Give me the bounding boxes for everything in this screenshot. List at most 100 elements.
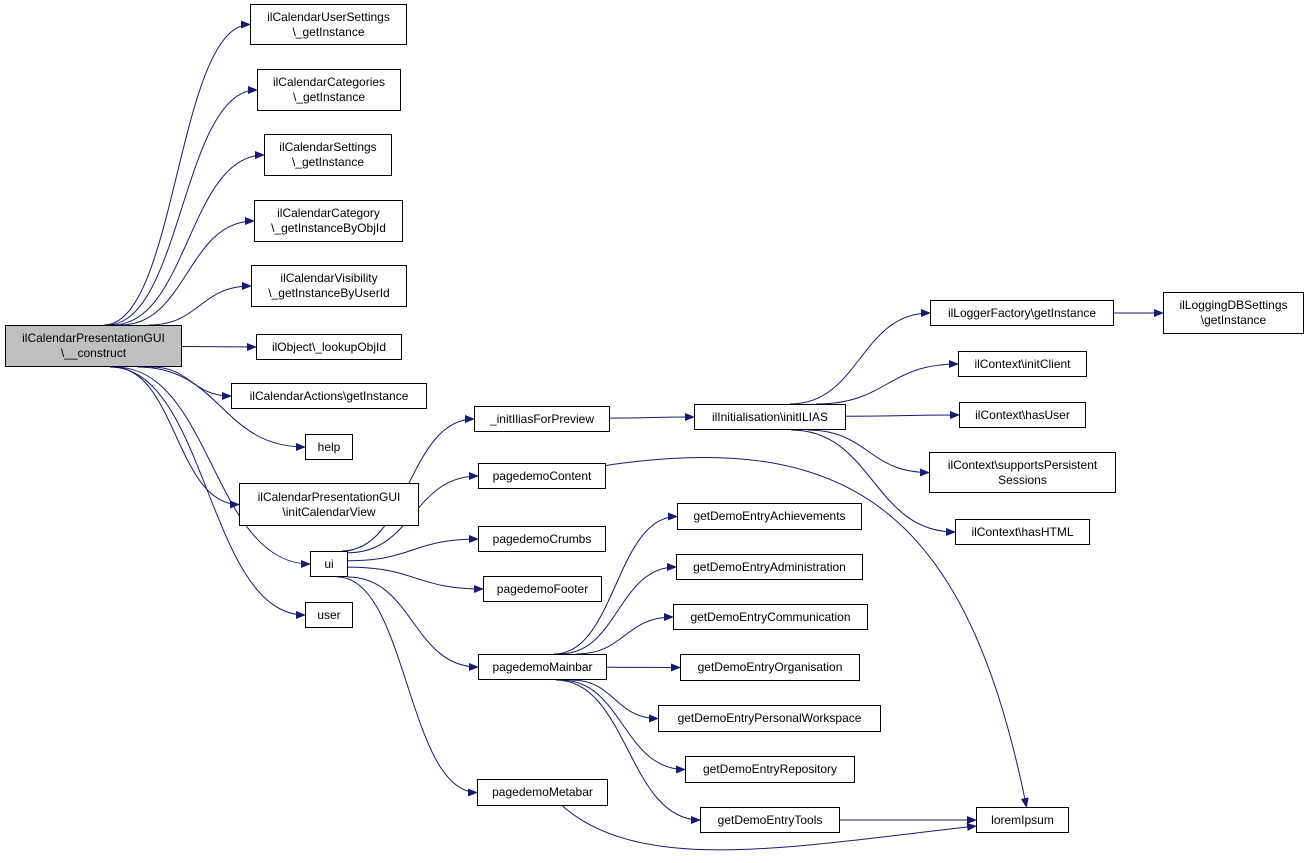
node-label-line: ilCalendarPresentationGUI <box>257 489 401 504</box>
edge-init_ilias_preview-to-init_ilias <box>609 413 695 422</box>
edge-root-to-settings <box>112 151 265 326</box>
node-init-ilias-preview[interactable]: _initIliasForPreview <box>474 406 610 432</box>
node-label-line: getDemoEntryAchievements <box>693 509 846 523</box>
node-administration[interactable]: getDemoEntryAdministration <box>676 554 863 580</box>
node-tools[interactable]: getDemoEntryTools <box>700 807 840 833</box>
node-label-line: \getInstance <box>1200 313 1267 327</box>
node-label-line: ilObject\_lookupObjId <box>271 339 387 354</box>
node-pagedemo-crumbs[interactable]: pagedemoCrumbs <box>478 526 606 552</box>
edge-root-to-init_view <box>112 366 240 509</box>
node-pagedemo-footer[interactable]: pagedemoFooter <box>483 576 602 602</box>
node-label-line: \_getInstance <box>292 24 365 39</box>
node-user-settings[interactable]: ilCalendarUserSettings\_getInstance <box>250 4 407 45</box>
node-pagedemo-mainbar[interactable]: pagedemoMainbar <box>478 654 607 680</box>
node-label-line: getDemoEntryTools <box>717 812 823 827</box>
node-label-line: ilContext\supportsPersistent <box>947 457 1098 472</box>
node-init-view[interactable]: ilCalendarPresentationGUI\initCalendarVi… <box>239 483 419 526</box>
edge-pd_mainbar-to-tools <box>555 679 701 824</box>
edge-ui-to-pd_crumbs <box>347 535 479 562</box>
node-has-html[interactable]: ilContext\hasHTML <box>955 519 1090 545</box>
node-logger-factory[interactable]: ilLoggerFactory\getInstance <box>930 300 1114 326</box>
node-label-line: getDemoEntryAdministration <box>693 559 846 574</box>
node-root[interactable]: ilCalendarPresentationGUI\__construct <box>5 325 182 367</box>
edge-init_ilias-to-has_user <box>845 411 960 420</box>
node-categories[interactable]: ilCalendarCategories\_getInstance <box>257 69 401 111</box>
edge-pd_metabar-to-lorem_ipsum <box>562 805 977 851</box>
node-label-line: \_getInstance <box>292 90 366 104</box>
node-lorem-ipsum[interactable]: loremIpsum <box>976 807 1069 833</box>
edge-root-to-visibility <box>148 282 252 326</box>
node-label-line: \_getInstanceByObjId <box>271 221 386 235</box>
node-label-line: user <box>317 607 341 622</box>
node-logging-db[interactable]: ilLoggingDBSettings\getInstance <box>1163 292 1304 334</box>
node-label-line: Sessions <box>998 472 1047 487</box>
node-pagedemo-content[interactable]: pagedemoContent <box>478 463 606 489</box>
edge-init_ilias-to-supports_sessions <box>807 429 930 477</box>
node-label-line: ilCalendarUserSettings <box>267 9 390 24</box>
node-label-line: getDemoEntryOrganisation <box>697 660 843 674</box>
node-pagedemo-metabar[interactable]: pagedemoMetabar <box>477 779 608 806</box>
node-label-line: ilLoggerFactory\getInstance <box>947 305 1097 320</box>
node-label-line: ilContext\hasHTML <box>971 524 1074 539</box>
edge-ui-to-pd_metabar <box>337 576 478 797</box>
node-ui[interactable]: ui <box>310 551 348 577</box>
node-actions[interactable]: ilCalendarActions\getInstance <box>231 383 427 409</box>
node-label-line: _initIliasForPreview <box>489 411 595 426</box>
node-lookup[interactable]: ilObject\_lookupObjId <box>256 334 402 360</box>
edge-ui-to-pd_mainbar <box>347 576 479 671</box>
edge-pd_mainbar-to-achievements <box>554 512 678 655</box>
node-label-line: loremIpsum <box>991 812 1054 827</box>
edge-pd_content-to-lorem_ipsum <box>595 456 1029 808</box>
edge-root-to-ui <box>114 366 311 568</box>
node-personal-workspace[interactable]: getDemoEntryPersonalWorkspace <box>658 705 881 732</box>
edge-init_ilias-to-has_html <box>790 429 956 536</box>
node-label-line: ilCalendarCategories <box>272 75 386 89</box>
node-visibility[interactable]: ilCalendarVisibility\_getInstanceByUserI… <box>251 265 407 307</box>
edge-ui-to-pd_footer <box>347 566 484 593</box>
node-label-line: ilContext\initClient <box>974 356 1071 371</box>
node-label-line: ui <box>324 556 334 571</box>
node-label-line: pagedemoFooter <box>496 581 589 596</box>
node-label-line: \__construct <box>60 346 127 360</box>
node-label-line: pagedemoContent <box>492 468 592 483</box>
node-label-line: getDemoEntryRepository <box>702 762 838 776</box>
node-label-line: getDemoEntryCommunication <box>690 609 851 624</box>
node-label-line: ilCalendarCategory <box>277 206 380 220</box>
node-communication[interactable]: getDemoEntryCommunication <box>673 604 868 630</box>
node-label-line: pagedemoMainbar <box>492 659 593 674</box>
node-label-line: ilInitialisation\initILIAS <box>711 409 829 424</box>
node-category[interactable]: ilCalendarCategory\_getInstanceByObjId <box>254 200 403 242</box>
node-label-line: ilCalendarSettings <box>279 140 377 154</box>
node-has-user[interactable]: ilContext\hasUser <box>959 402 1086 428</box>
node-label-line: pagedemoCrumbs <box>492 531 592 546</box>
node-user[interactable]: user <box>305 602 353 628</box>
edge-init_ilias-to-logger_factory <box>789 309 931 405</box>
node-label-line: ilCalendarPresentationGUI <box>22 331 165 345</box>
edge-pd_mainbar-to-personal_workspace <box>571 679 659 723</box>
node-help[interactable]: help <box>305 434 353 460</box>
edge-pd_mainbar-to-administration <box>559 563 677 655</box>
node-label-line: getDemoEntryPersonalWorkspace <box>677 711 862 725</box>
edge-root-to-user_settings <box>103 20 251 326</box>
edge-root-to-help <box>137 366 306 451</box>
node-label-line: ilCalendarActions\getInstance <box>249 388 409 403</box>
node-repository[interactable]: getDemoEntryRepository <box>685 756 855 783</box>
node-label-line: \_getInstance <box>291 155 365 169</box>
node-init-client[interactable]: ilContext\initClient <box>958 351 1087 377</box>
node-label-line: ilCalendarVisibility <box>280 271 378 285</box>
node-achievements[interactable]: getDemoEntryAchievements <box>677 503 862 530</box>
edge-root-to-categories <box>106 86 258 326</box>
edge-root-to-category <box>120 217 255 326</box>
node-settings[interactable]: ilCalendarSettings\_getInstance <box>264 134 392 176</box>
node-init-ilias[interactable]: ilInitialisation\initILIAS <box>694 404 846 430</box>
node-label-line: \initCalendarView <box>282 504 376 519</box>
edge-pd_mainbar-to-communication <box>576 613 674 655</box>
edge-init_ilias-to-init_client <box>816 360 959 405</box>
edge-pd_mainbar-to-repository <box>560 679 686 774</box>
edge-root-to-user <box>110 366 306 619</box>
node-organisation[interactable]: getDemoEntryOrganisation <box>680 654 860 681</box>
node-label-line: \_getInstanceByUserId <box>268 286 390 300</box>
